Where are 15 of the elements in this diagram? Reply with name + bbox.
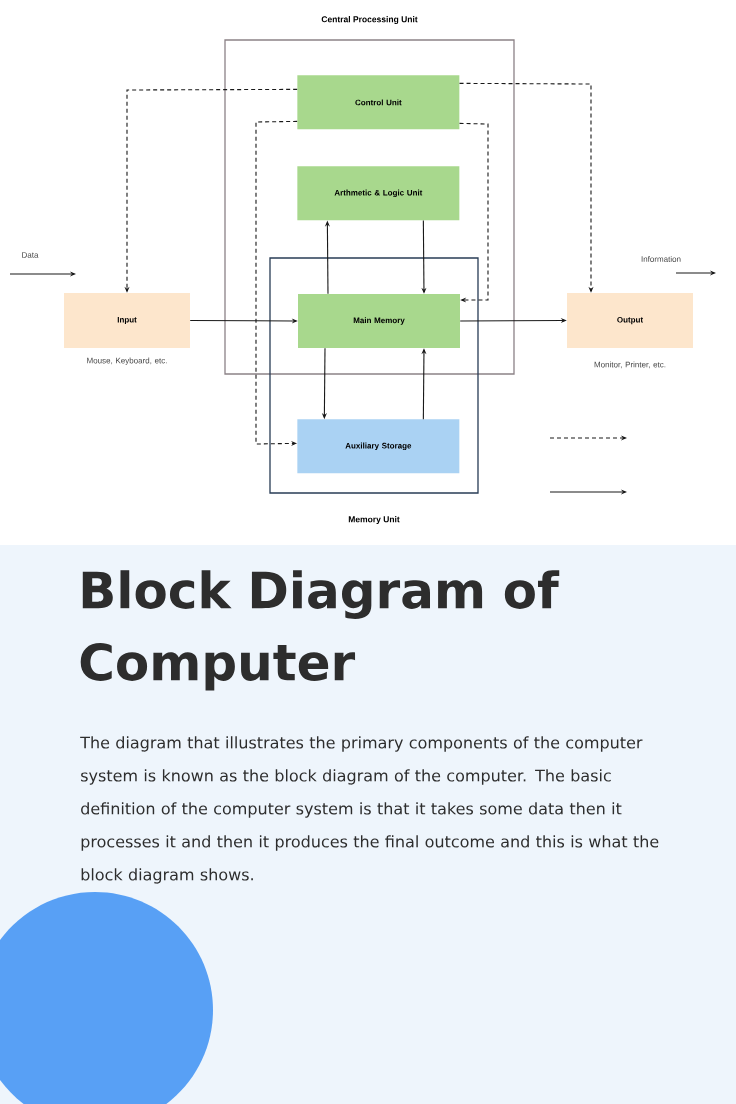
process-box: Control Unit xyxy=(297,75,460,130)
process-box: Output xyxy=(567,293,693,348)
caption: The diagram that illustrates the primary components of the computer system is known as the block diagram of the computer. The basic definition of the computer system is that it takes some data then it processes it and then it produces the final outcome and this is what the block diagram shows. xyxy=(80,736,659,884)
arrow xyxy=(459,122,489,303)
device-note: Mouse, Keyboard, etc. xyxy=(87,357,167,365)
flow-label: Information xyxy=(641,256,681,262)
process-box: Arthmetic & Logic Unit xyxy=(297,166,460,221)
node-label: Memory Unit xyxy=(348,516,400,524)
process-box: Auxiliary Storage xyxy=(297,419,460,474)
title: Block Diagram of Computer xyxy=(80,570,560,691)
device-note: Monitor, Printer, etc. xyxy=(594,361,666,369)
node-label: Central Processing Unit xyxy=(321,16,418,24)
process-box: Main Memory xyxy=(298,294,460,348)
process-box: Input xyxy=(64,293,190,348)
flow-label: Data xyxy=(22,252,39,258)
